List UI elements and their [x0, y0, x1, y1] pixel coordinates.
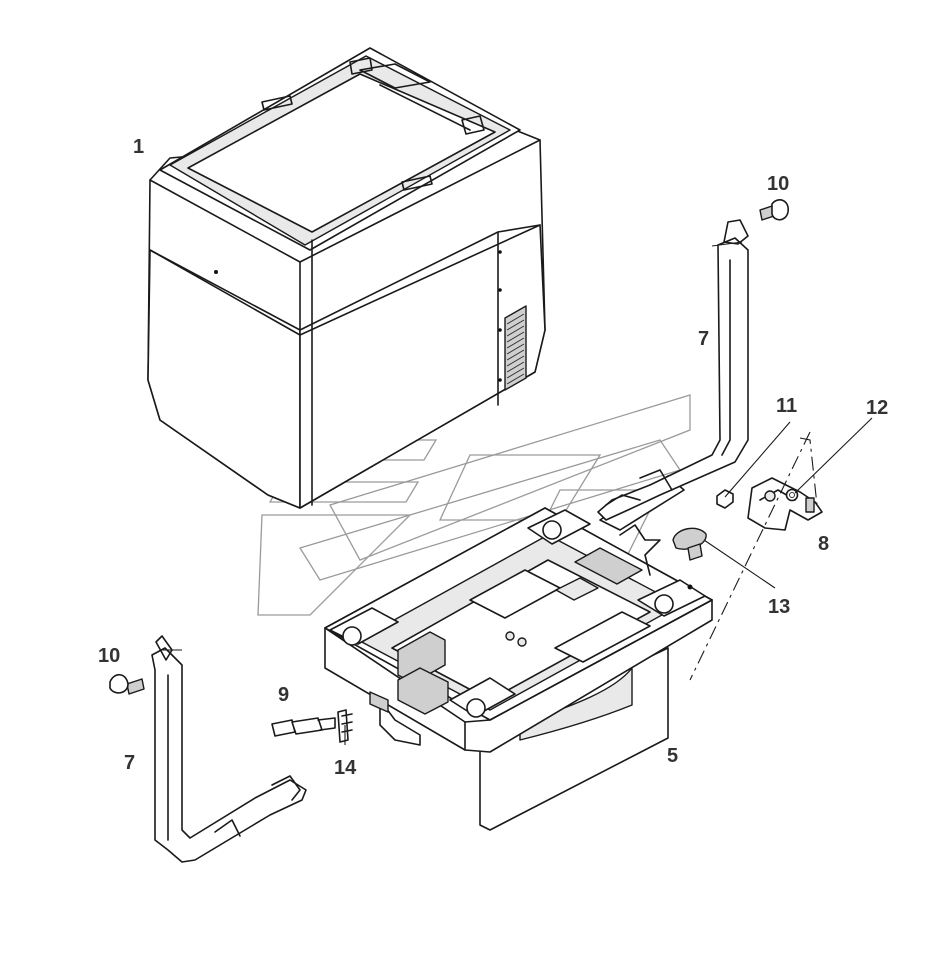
callout-14: 14 — [334, 757, 357, 779]
callout-7-left: 7 — [124, 752, 135, 774]
mounting-tray — [324, 475, 713, 831]
callout-12: 12 — [866, 397, 888, 419]
fasteners — [109, 199, 799, 743]
callout-8: 8 — [818, 533, 829, 555]
strap-left — [151, 635, 307, 863]
callout-9: 9 — [278, 684, 289, 706]
callout-5: 5 — [667, 745, 678, 767]
strap-right — [597, 219, 749, 521]
callout-1: 1 — [133, 136, 144, 158]
callout-7-right: 7 — [698, 328, 709, 350]
callout-13: 13 — [768, 596, 790, 618]
leader-lines — [160, 241, 873, 745]
callout-labels: 1 5 7 7 8 9 10 10 11 12 13 14 — [98, 136, 888, 779]
callout-11: 11 — [776, 395, 797, 417]
callout-10-left: 10 — [98, 645, 120, 667]
bracket-8 — [747, 477, 823, 531]
callout-10-right: 10 — [767, 173, 789, 195]
cool-box — [147, 47, 546, 509]
